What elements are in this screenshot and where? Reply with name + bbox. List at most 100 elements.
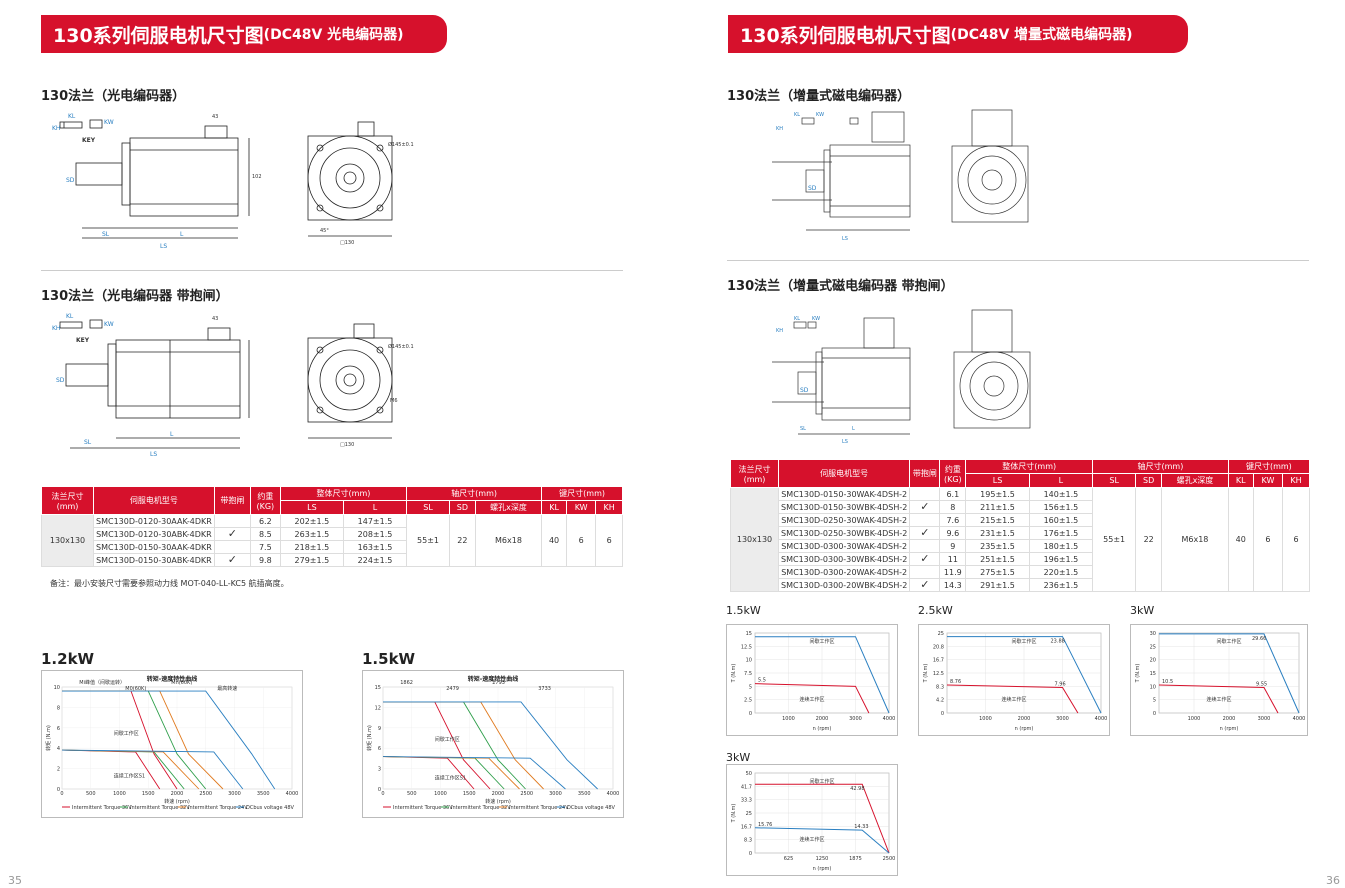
y-tick-label: 6 (378, 746, 381, 752)
rd1-label-kh: KH (776, 126, 783, 132)
drawing2-label-ls: LS (150, 451, 157, 458)
x-tick-label: 1000 (782, 716, 795, 722)
cell-model: SMC130D-0120-30ABK-4DKR (93, 527, 215, 541)
x-tick-label: 3500 (578, 791, 591, 797)
series-rated-DCbus voltage 48V (61, 749, 244, 790)
right-section1-title: 130法兰（增量式磁电编码器） (727, 89, 911, 104)
cell-weight: 11 (939, 552, 967, 566)
rd2-label-kl: KL (794, 316, 800, 322)
cell-ls: 231±1.5 (965, 526, 1030, 540)
x-tick-label: 3500 (257, 791, 270, 797)
x-tick-label: 0 (381, 791, 384, 797)
chart-label-1-2kw: 1.2kW (41, 650, 95, 668)
data-label: 7.96 (1055, 682, 1066, 688)
y-tick-label: 15 (1150, 671, 1156, 677)
series-line-rated (1158, 684, 1279, 714)
annotation-label: 3733 (538, 686, 551, 692)
cell-brake (213, 514, 251, 528)
y-axis-label: T (N.m) (1135, 664, 1141, 684)
drawing2-label-kh: KH (52, 325, 60, 332)
chart-1-5kw-title: 转矩-速度特性曲线 (468, 675, 519, 683)
x-tick-label: 1500 (142, 791, 155, 797)
left-divider (41, 270, 623, 271)
data-label: 15.76 (758, 822, 772, 828)
rd2-label-sd: SD (800, 387, 809, 394)
x-tick-label: 2000 (492, 791, 505, 797)
y-tick-label: 20.8 (933, 644, 944, 650)
rchart-label-3: 3kW (1130, 604, 1155, 617)
series-line-peak (755, 783, 890, 854)
drawing-label-kw: KW (104, 119, 114, 126)
y-tick-label: 6 (57, 726, 60, 732)
x-axis-label: n (rpm) (1015, 726, 1034, 732)
th-thread: 螺孔x深度 (1161, 473, 1229, 488)
cell-sd: 22 (448, 514, 476, 567)
x-tick-label: 2500 (520, 791, 533, 797)
drawing-label-pcd: Ø145±0.1 (388, 141, 414, 148)
annotation-label: M0(60K) (125, 686, 146, 692)
x-tick-label: 2000 (1223, 716, 1236, 722)
y-tick-label: 5 (749, 684, 752, 690)
table-row: SMC130D-0150-30ABK-4DKR ✓ 9.8 279±1.5 22… (42, 553, 623, 567)
th-kw: KW (565, 500, 597, 515)
th-sd: SD (1135, 473, 1163, 488)
cell-l: 208±1.5 (342, 527, 408, 541)
cell-model: SMC130D-0150-30WBK-4DSH-2 (777, 500, 911, 514)
region-label-continuous: 连续工作区S1 (114, 772, 145, 779)
drawing-label-sl: SL (102, 231, 110, 238)
series-line-peak (947, 636, 1102, 714)
table-row: 130x130 SMC130D-0120-30AAK-4DKR 6.2 202±… (41, 514, 623, 567)
cell-weight: 7.5 (249, 540, 281, 554)
y-tick-label: 0 (1153, 711, 1156, 717)
x-tick-label: 1000 (434, 791, 447, 797)
cell-l: 236±1.5 (1028, 578, 1094, 592)
y-tick-label: 10 (54, 685, 60, 691)
cell-kl: 40 (541, 514, 567, 567)
th-l: L (1028, 473, 1094, 488)
cell-ls: 218±1.5 (279, 540, 344, 554)
y-tick-label: 16.7 (741, 824, 752, 830)
cell-brake: ✓ (909, 526, 941, 540)
cell-l: 163±1.5 (342, 540, 408, 554)
cell-l: 220±1.5 (1028, 565, 1094, 579)
x-tick-label: 4000 (883, 716, 896, 722)
rd1-label-ls: LS (842, 236, 848, 242)
annotation-label: 最高转速 (217, 685, 237, 692)
x-tick-label: 1500 (463, 791, 476, 797)
x-tick-label: 1875 (849, 856, 862, 862)
y-tick-label: 8.3 (936, 684, 944, 690)
th-key: 键尺寸(mm) (541, 486, 623, 501)
cell-l: 224±1.5 (342, 553, 408, 567)
x-tick-label: 2500 (199, 791, 212, 797)
th-weight: 约重(KG) (939, 459, 967, 488)
drawing2-label-pcd: Ø145±0.1 (388, 343, 414, 350)
cell-weight: 9.8 (249, 553, 281, 567)
series-line-peak (755, 636, 890, 714)
th-ls: LS (965, 473, 1030, 488)
cell-brake: ✓ (213, 527, 251, 541)
y-tick-label: 12.5 (741, 644, 752, 650)
right-page: 130系列伺服电机尺寸图 (DC48V 增量式磁电编码器) 130法兰（增量式磁… (672, 0, 1344, 888)
th-sl: SL (406, 500, 450, 515)
th-kh: KH (1282, 473, 1310, 488)
th-overall: 整体尺寸(mm) (279, 486, 408, 501)
x-tick-label: 0 (60, 791, 63, 797)
region-label-intermittent: 间歇工作区 (435, 736, 460, 743)
x-axis-label: 转速 (rpm) (485, 798, 511, 805)
region-label-intermittent: 间歇工作区 (114, 730, 139, 737)
cell-brake (909, 487, 941, 501)
x-tick-label: 625 (784, 856, 794, 862)
y-tick-label: 0 (941, 711, 944, 717)
legend-label: Intermittent Torque 24V (188, 805, 248, 811)
rchart-label-2: 2.5kW (918, 604, 953, 617)
x-tick-label: 1000 (113, 791, 126, 797)
cell-weight: 8 (939, 500, 967, 514)
cell-weight: 14.3 (939, 578, 967, 592)
rchart-label-1: 1.5kW (726, 604, 761, 617)
cell-ls: 215±1.5 (965, 513, 1030, 527)
